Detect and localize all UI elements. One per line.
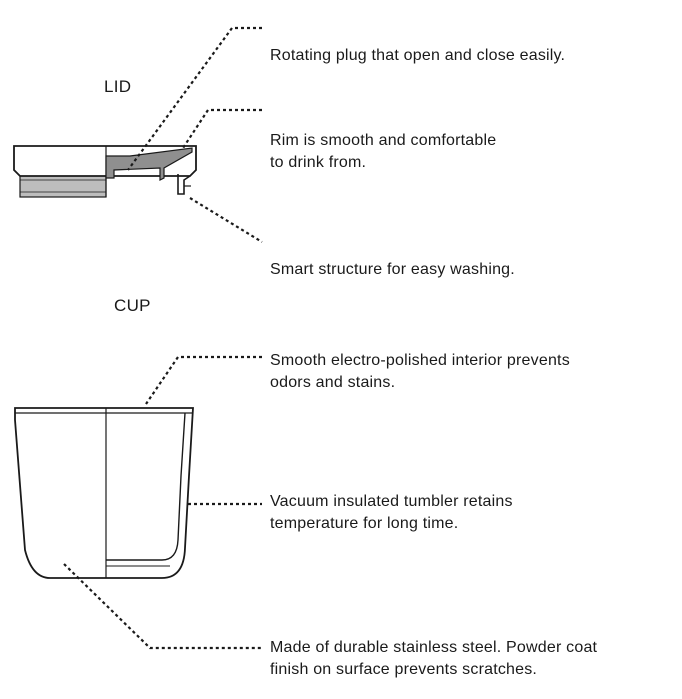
cup-illustration — [14, 407, 194, 579]
callout-interior-line1: Smooth electro-polished interior prevent… — [270, 352, 570, 369]
callout-plug-line1: Rotating plug that open and close easily… — [270, 47, 566, 64]
callout-vacuum-line2: temperature for long time. — [270, 515, 459, 532]
callout-rim: Rim is smooth and comfortable to drink f… — [270, 130, 496, 174]
callout-steel: Made of durable stainless steel. Powder … — [270, 637, 597, 681]
cup-inner-wall — [106, 412, 186, 561]
callout-washing-line1: Smart structure for easy washing. — [270, 261, 515, 278]
callout-steel-line1: Made of durable stainless steel. Powder … — [270, 639, 598, 656]
leader-rim — [182, 108, 262, 149]
leader-washing — [189, 197, 263, 243]
lid-illustration — [13, 145, 197, 198]
callout-rim-line1: Rim is smooth and comfortable — [270, 132, 497, 149]
cup-label: CUP — [114, 296, 151, 315]
lid-thread-band — [19, 174, 107, 198]
callout-interior-line2: odors and stains. — [270, 374, 396, 391]
callout-vacuum: Vacuum insulated tumbler retains tempera… — [270, 491, 513, 535]
leader-steel — [63, 563, 262, 650]
lid-rim-hook — [177, 174, 191, 195]
callout-washing: Smart structure for easy washing. — [270, 259, 515, 281]
leader-plug — [127, 26, 262, 171]
cup-outer-wall — [14, 407, 194, 579]
lid-label: LID — [104, 77, 132, 96]
leader-lines — [63, 26, 263, 650]
callout-vacuum-line1: Vacuum insulated tumbler retains — [270, 493, 513, 510]
callout-interior: Smooth electro-polished interior prevent… — [270, 350, 570, 394]
lid-plug-section — [105, 147, 193, 181]
callout-steel-line2: finish on surface prevents scratches. — [270, 661, 538, 678]
callout-rim-line2: to drink from. — [270, 154, 367, 171]
leader-interior — [145, 355, 262, 405]
callout-plug: Rotating plug that open and close easily… — [270, 45, 565, 67]
